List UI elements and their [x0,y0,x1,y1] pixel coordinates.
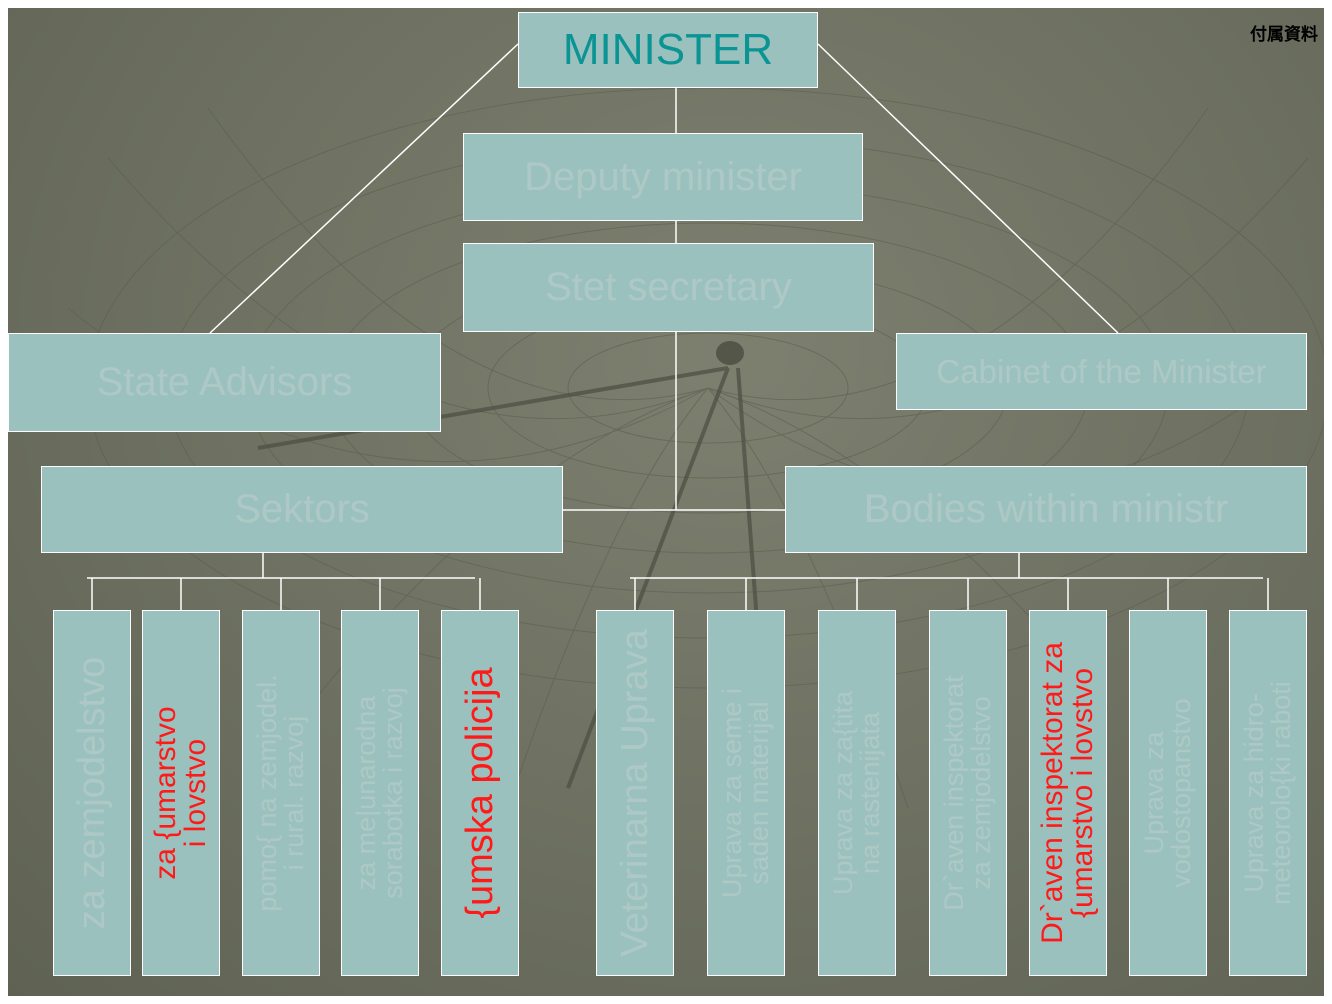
deputy-minister-label: Deputy minister [524,154,802,199]
deputy-minister-box: Deputy minister [463,133,863,221]
body-unit-label: Dr`aven inspektorat za [1036,642,1069,944]
sector-unit-box: za zemjodelstvo [53,610,131,976]
body-unit-label: Uprava za [1139,731,1169,855]
sector-unit-label: i lovstvo [179,738,212,848]
body-unit-label: Uprava za hidro- [1239,693,1269,893]
sector-unit-label: sorabotka i razvoj [378,687,408,899]
body-unit-label: za zemjodelstvo [966,696,996,890]
body-unit-label: Veterinarna Uprava [614,629,656,957]
state-advisors-box: State Advisors [8,333,441,432]
bodies-box: Bodies within ministr [785,466,1307,553]
cabinet-box: Cabinet of the Minister [896,333,1307,410]
sector-unit-box: pomo{ na zemjodel.i rural. razvoj [242,610,320,976]
body-unit-box: Uprava za hidro-meteorolo{ki raboti [1229,610,1307,976]
state-secretary-label: Stet secretary [545,265,792,309]
minister-box: MINISTER [518,12,818,88]
minister-label: MINISTER [562,25,774,74]
sectors-label: Sektors [234,487,370,531]
cabinet-label: Cabinet of the Minister [936,352,1267,390]
body-unit-label: Dr`aven inspektorat [939,675,969,911]
sector-unit-box: {umska policija [441,610,519,976]
body-unit-box: Veterinarna Uprava [596,610,674,976]
sector-unit-label: i rural. razvoj [279,715,309,871]
body-unit-label: {umarstvo i lovstvo [1066,667,1099,919]
connector-lines [87,43,1269,610]
bodies-label: Bodies within ministr [863,487,1229,531]
body-unit-box: Dr`aven inspektorat za{umarstvo i lovstv… [1029,610,1107,976]
state-advisors-label: State Advisors [96,360,353,404]
state-secretary-box: Stet secretary [463,243,874,332]
body-unit-label: vodostopanstvo [1166,698,1196,888]
corner-note: 付属資料 [1250,25,1318,44]
body-unit-label: meteorolo{ki raboti [1266,681,1296,905]
sector-unit-label: {umska policija [459,667,501,919]
sector-unit-label: za me|unarodna [351,695,381,891]
body-unit-label: saden materijal [744,701,774,885]
body-unit-label: na rastenijata [855,711,885,875]
sectors-box: Sektors [41,466,563,553]
body-unit-label: Uprava za seme i [717,687,747,899]
sector-unit-label: za {umarstvo [149,706,182,880]
sector-unit-label: pomo{ na zemjodel. [252,674,282,912]
body-unit-label: Uprava za za{tita [828,690,858,896]
sector-unit-label: za zemjodelstvo [71,656,113,930]
